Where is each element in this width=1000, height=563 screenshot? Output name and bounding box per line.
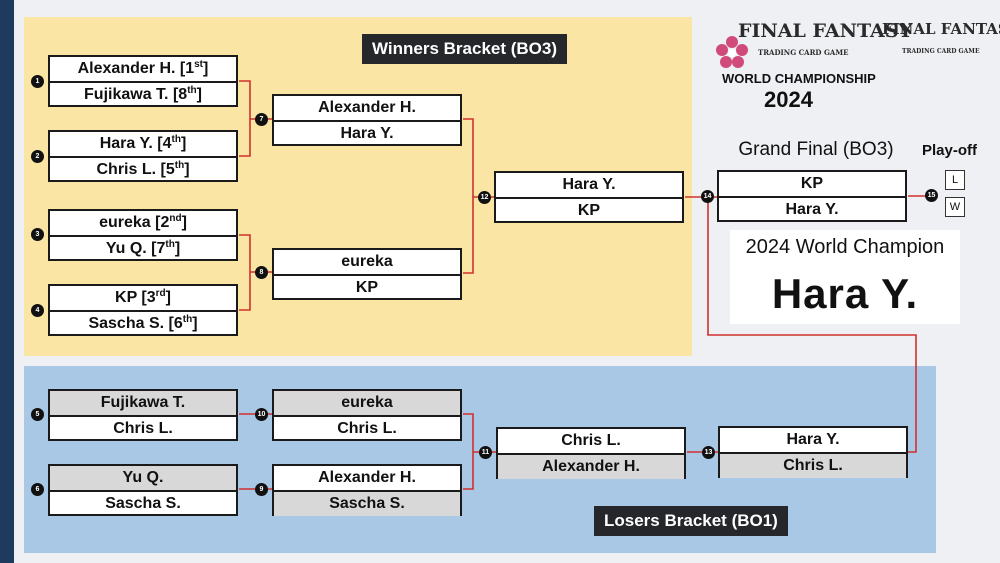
player-slot: eureka [274, 391, 460, 415]
logo-brand-text: FINAL FANTASY [882, 20, 1000, 38]
match-number-8: 8 [255, 266, 268, 279]
match-number-6: 6 [31, 483, 44, 496]
match-14: KP Hara Y. [717, 170, 907, 222]
grand-final-title: Grand Final (BO3) [738, 139, 894, 160]
match-4: KP [3rd] Sascha S. [6th] [48, 284, 238, 336]
player-slot: KP [274, 274, 460, 300]
match-number-9: 9 [255, 483, 268, 496]
player-slot: Chris L. [720, 452, 906, 478]
match-11: Chris L. Alexander H. [496, 427, 686, 479]
side-accent-bar [0, 0, 14, 563]
match-number-3: 3 [31, 228, 44, 241]
logo-subtitle-text: TRADING CARD GAME [758, 48, 849, 57]
player-slot: Alexander H. [1st] [77, 59, 209, 78]
player-slot: Fujikawa T. [8th] [50, 81, 236, 107]
match-2: Hara Y. [4th] Chris L. [5th] [48, 130, 238, 182]
match-number-10: 10 [255, 408, 268, 421]
player-slot: Alexander H. [318, 469, 416, 486]
match-number-12: 12 [478, 191, 491, 204]
match-number-14: 14 [701, 190, 714, 203]
player-slot: eureka [341, 253, 393, 270]
champion-name: Hara Y. [771, 270, 919, 317]
logo-event-text: WORLD CHAMPIONSHIP [722, 71, 876, 86]
player-slot: Hara Y. [786, 431, 840, 448]
match-7: Alexander H. Hara Y. [272, 94, 462, 146]
logo-year-text: 2024 [764, 87, 813, 112]
player-slot: Hara Y. [4th] [99, 134, 187, 153]
player-slot: Chris L. [274, 415, 460, 441]
match-number-2: 2 [31, 150, 44, 163]
player-slot: Chris L. [50, 415, 236, 441]
match-8: eureka KP [272, 248, 462, 300]
connector-13-14 [707, 197, 917, 453]
match-number-1: 1 [31, 75, 44, 88]
match-13: Hara Y. Chris L. [718, 426, 908, 478]
player-slot: Sascha S. [6th] [50, 310, 236, 336]
champion-card: 2024 World Champion Hara Y. [730, 230, 960, 324]
flower-emblem-icon [716, 36, 748, 68]
match-number-4: 4 [31, 304, 44, 317]
winners-bracket-label: Winners Bracket (BO3) [362, 34, 568, 64]
player-slot: Fujikawa T. [50, 391, 236, 415]
player-slot: Alexander H. [498, 453, 684, 479]
match-5: Fujikawa T. Chris L. [48, 389, 238, 441]
player-slot: Sascha S. [274, 490, 460, 516]
player-slot: KP [496, 197, 682, 223]
final-fantasy-tcg-logo: FINAL FANTASY TRADING CARD GAME [880, 18, 1000, 66]
player-slot: Sascha S. [50, 490, 236, 516]
logo-brand-text: FINAL FANTASY [738, 20, 913, 42]
playoff-loss-box: L [945, 170, 965, 190]
match-number-13: 13 [702, 446, 715, 459]
match-number-11: 11 [479, 446, 492, 459]
player-slot: Hara Y. [562, 176, 616, 193]
player-slot: Chris L. [5th] [50, 156, 236, 182]
match-3: eureka [2nd] Yu Q. [7th] [48, 209, 238, 261]
match-1: Alexander H. [1st] Fujikawa T. [8th] [48, 55, 238, 107]
match-10: eureka Chris L. [272, 389, 462, 441]
champion-caption: 2024 World Champion [745, 236, 945, 258]
player-slot: Hara Y. [719, 196, 905, 222]
match-6: Yu Q. Sascha S. [48, 464, 238, 516]
player-slot: eureka [2nd] [99, 213, 187, 232]
playoff-title: Play-off [922, 142, 978, 159]
match-9: Alexander H. Sascha S. [272, 464, 462, 516]
losers-bracket-label: Losers Bracket (BO1) [594, 506, 788, 536]
playoff-win-box: W [945, 197, 965, 217]
world-championship-logo: FINAL FANTASY TRADING CARD GAME WORLD CH… [712, 18, 912, 114]
match-number-5: 5 [31, 408, 44, 421]
player-slot: Alexander H. [318, 99, 416, 116]
player-slot: KP [800, 175, 824, 192]
player-slot: Chris L. [561, 432, 621, 449]
player-slot: Yu Q. [50, 466, 236, 490]
match-number-15: 15 [925, 189, 938, 202]
match-12: Hara Y. KP [494, 171, 684, 223]
match-number-7: 7 [255, 113, 268, 126]
logo-subtitle-text: TRADING CARD GAME [902, 48, 980, 55]
player-slot: Hara Y. [274, 120, 460, 146]
player-slot: KP [3rd] [115, 288, 171, 307]
player-slot: Yu Q. [7th] [50, 235, 236, 261]
